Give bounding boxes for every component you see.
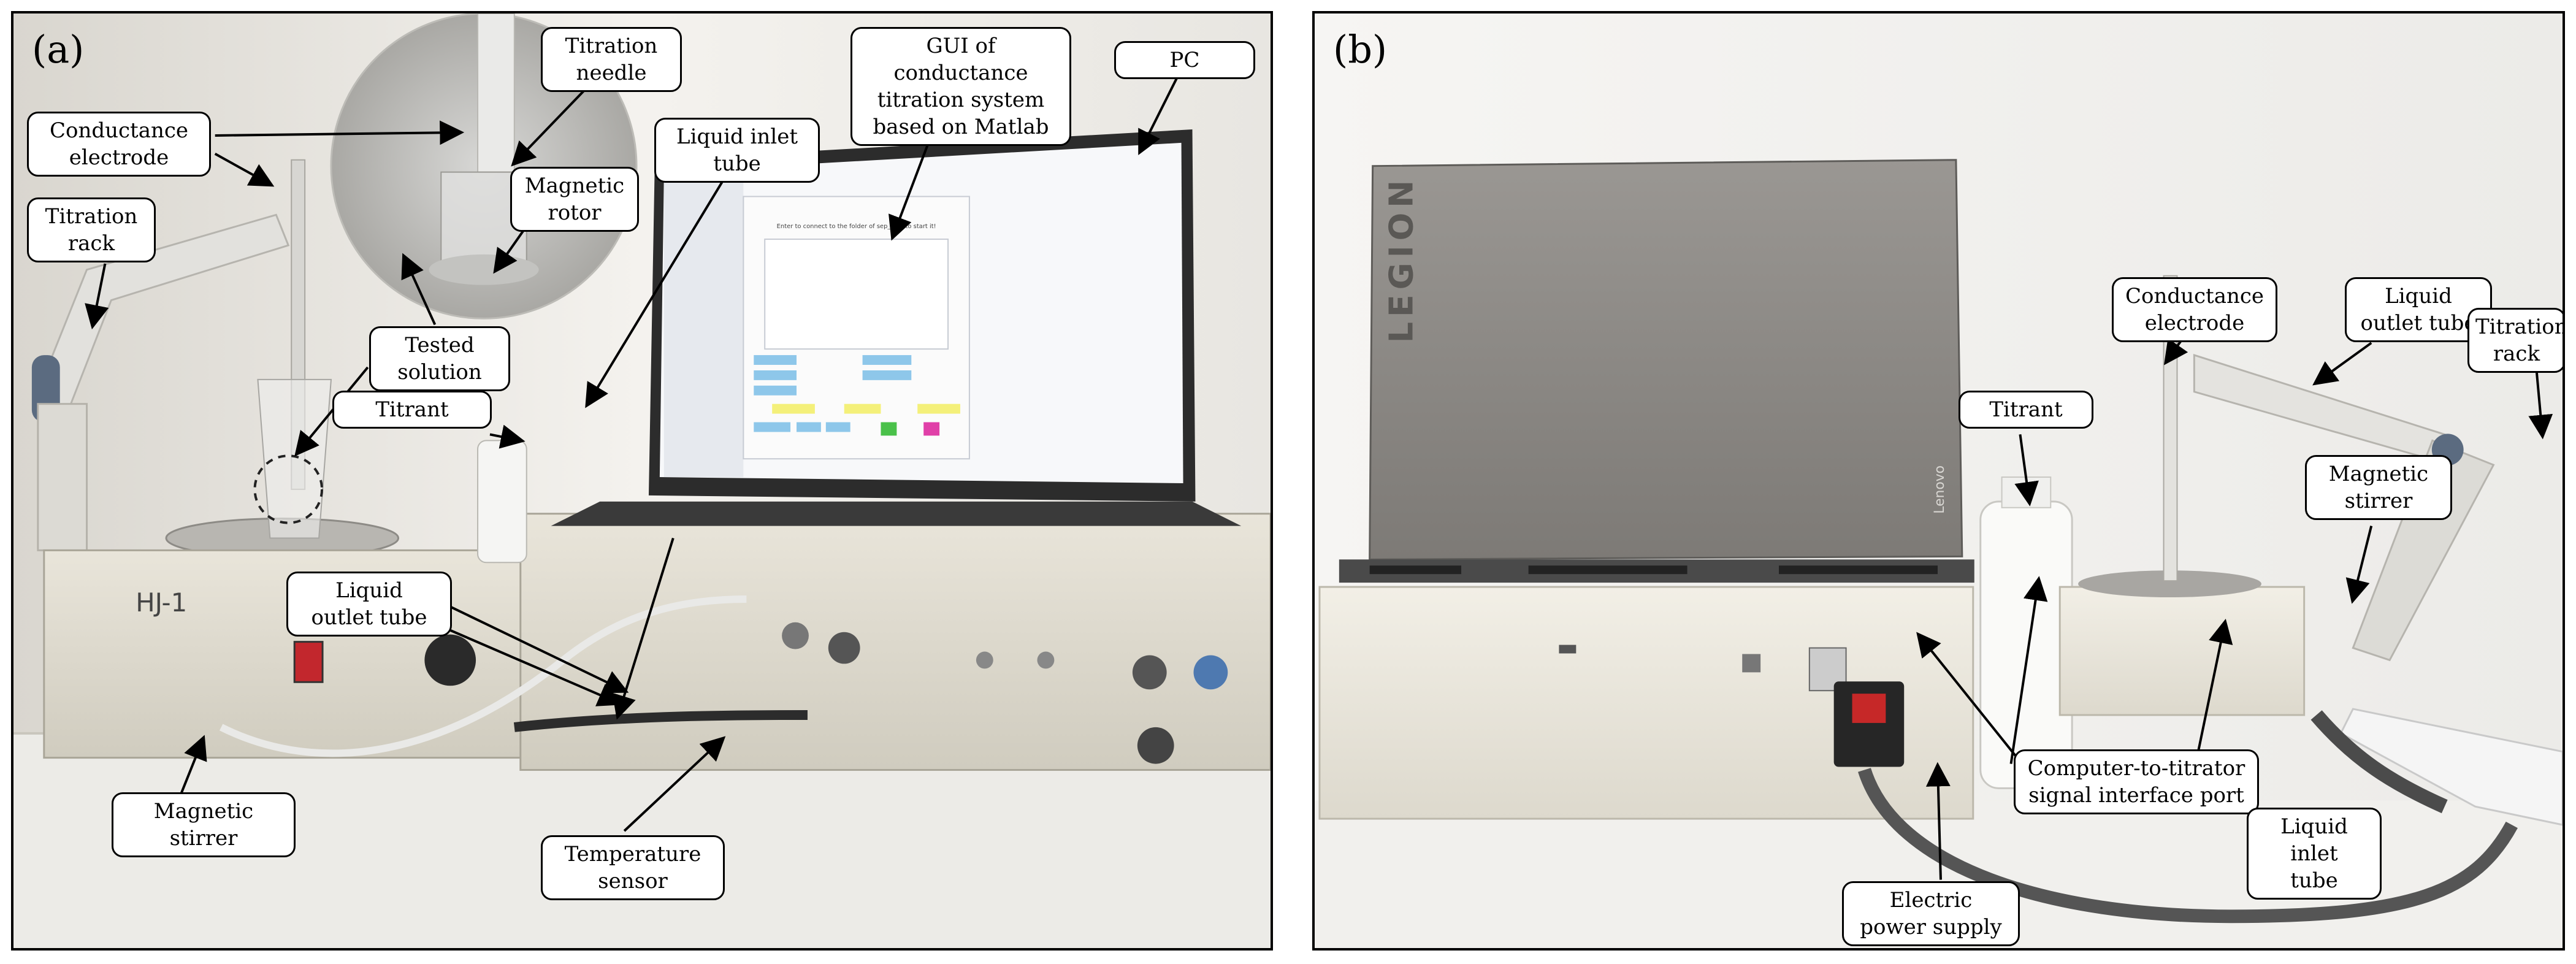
- callout-conductance-electrode-b: Conductance electrode: [2112, 277, 2277, 342]
- callout-titrant-b: Titrant: [1959, 391, 2093, 429]
- callout-electric-power-supply: Electric power supply: [1842, 881, 2020, 946]
- callout-tested-solution: Tested solution: [369, 326, 510, 391]
- callout-pc: PC: [1114, 41, 1255, 79]
- callout-magnetic-rotor: Magnetic rotor: [510, 167, 639, 232]
- photo-a: HJ-1 Enter to connect to the folder of s…: [13, 13, 1271, 948]
- laptop-brand: LEGION: [1382, 175, 1420, 343]
- panel-a: HJ-1 Enter to connect to the folder of s…: [11, 11, 1273, 951]
- callout-signal-interface-port: Computer-to-titrator signal interface po…: [2014, 749, 2259, 814]
- callout-magnetic-stirrer-a: Magnetic stirrer: [112, 792, 296, 857]
- callout-titrant-a: Titrant: [332, 391, 492, 429]
- callout-gui: GUI of conductance titration system base…: [850, 27, 1071, 146]
- panel-b-label: (b): [1333, 27, 1388, 72]
- callout-liquid-inlet-tube-a: Liquid inlet tube: [654, 118, 820, 183]
- callout-conductance-electrode-a: Conductance electrode: [27, 112, 211, 177]
- laptop-side-brand: Lenovo: [1932, 465, 1947, 514]
- gui-prompt: Enter to connect to the folder of sep_ta…: [777, 223, 936, 230]
- callout-titration-rack-b: Titration rack: [2467, 308, 2563, 373]
- callout-titration-needle: Titration needle: [541, 27, 682, 92]
- panel-b: LEGION Lenovo: [1312, 11, 2565, 951]
- panel-a-label: (a): [32, 27, 85, 72]
- callout-liquid-inlet-tube-b: Liquid inlet tube: [2247, 808, 2382, 900]
- callout-titration-rack-a: Titration rack: [27, 197, 156, 262]
- callout-magnetic-stirrer-b: Magnetic stirrer: [2305, 455, 2452, 520]
- callout-temperature-sensor: Temperature sensor: [541, 835, 725, 900]
- callout-liquid-outlet-tube-a: Liquid outlet tube: [286, 572, 452, 637]
- device-model-label: HJ-1: [136, 587, 187, 618]
